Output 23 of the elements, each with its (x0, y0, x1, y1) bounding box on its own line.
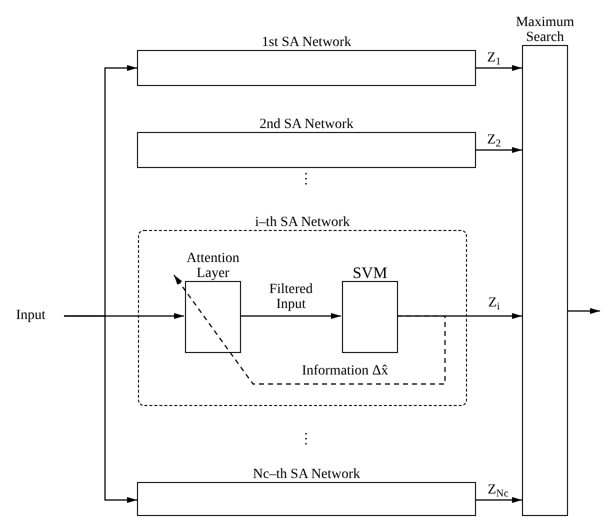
arrow (174, 274, 446, 385)
arrow (476, 147, 522, 153)
block-heading: Maximum Search (514, 14, 576, 45)
edge-label: Z$_{1}$ (487, 50, 501, 66)
arrow (476, 65, 522, 71)
edge-label: Z$_{i}$ (488, 296, 500, 310)
vertical-ellipsis: ⋮ (299, 432, 313, 448)
vertical-ellipsis: ⋮ (299, 172, 313, 188)
arrow (568, 308, 600, 314)
arrow (240, 313, 341, 319)
edge-label: Information Δx̂ (302, 364, 388, 378)
block-heading: 1st SA Network (260, 34, 352, 50)
edge-label: Z$_{2}$ (487, 132, 501, 148)
block-heading: Attention Layer (186, 250, 240, 281)
block-heading: SVM (352, 264, 388, 281)
block-heading: 2nd SA Network (258, 116, 355, 132)
block-heading: i–th SA Network (254, 214, 351, 230)
arrow (476, 497, 522, 503)
input-label: Input (16, 307, 46, 325)
edge-label: Z$_{Nc}$ (488, 482, 508, 498)
block-heading: Nc–th SA Network (252, 466, 362, 482)
edge-label: Filtered Input (268, 282, 314, 312)
arrow (64, 315, 137, 503)
